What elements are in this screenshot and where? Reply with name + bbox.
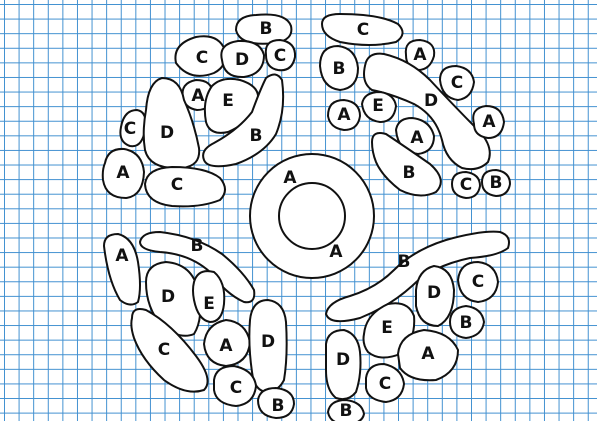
label-bl-1: B — [191, 236, 204, 256]
label-br-1: B — [398, 252, 411, 272]
label-br-5: E — [381, 318, 393, 338]
label-tl-6: E — [222, 91, 234, 111]
label-tl-4: C — [274, 46, 286, 66]
piece-tl-c-bottom — [145, 167, 225, 206]
ring-label-bottom: A — [329, 242, 343, 262]
label-br-2: C — [472, 272, 484, 292]
label-tl-1: B — [260, 19, 273, 39]
label-br-8: C — [379, 374, 391, 394]
label-bl-2: A — [115, 246, 129, 266]
label-tr-10: B — [403, 163, 416, 183]
piece-bl-a — [104, 234, 140, 305]
label-bl-7: D — [261, 332, 275, 352]
label-tl-3: D — [235, 50, 249, 70]
label-br-4: B — [460, 313, 473, 333]
label-tl-5: A — [191, 86, 205, 106]
label-tr-2: A — [413, 45, 427, 65]
ring-inner — [279, 183, 345, 249]
label-tl-10: A — [116, 163, 130, 183]
label-tl-2: C — [196, 48, 208, 68]
label-bl-6: A — [219, 336, 233, 356]
label-tl-11: C — [171, 175, 183, 195]
label-tl-7: B — [250, 126, 263, 146]
label-tr-5: C — [451, 73, 463, 93]
label-bl-8: C — [230, 378, 242, 398]
label-tr-3: B — [333, 59, 346, 79]
label-tr-9: A — [410, 128, 424, 148]
label-tr-8: E — [372, 96, 384, 116]
label-bl-9: B — [272, 396, 285, 416]
label-tr-12: B — [490, 173, 503, 193]
label-br-7: D — [336, 350, 350, 370]
label-tr-1: C — [357, 20, 369, 40]
center-ring: A A — [250, 154, 374, 278]
label-bl-5: C — [158, 340, 170, 360]
label-br-3: D — [427, 283, 441, 303]
ring-label-top: A — [283, 168, 297, 188]
label-tr-11: C — [460, 175, 472, 195]
cluster-bottom-left: B A D E C A D C B — [104, 232, 294, 418]
label-tr-6: D — [424, 91, 438, 111]
label-br-9: B — [340, 401, 353, 421]
label-tr-7: A — [482, 112, 496, 132]
label-bl-4: E — [203, 294, 215, 314]
label-tl-9: D — [160, 123, 174, 143]
label-tl-8: C — [124, 119, 136, 139]
label-tr-4: A — [337, 105, 351, 125]
label-br-6: A — [421, 344, 435, 364]
label-bl-3: D — [161, 287, 175, 307]
